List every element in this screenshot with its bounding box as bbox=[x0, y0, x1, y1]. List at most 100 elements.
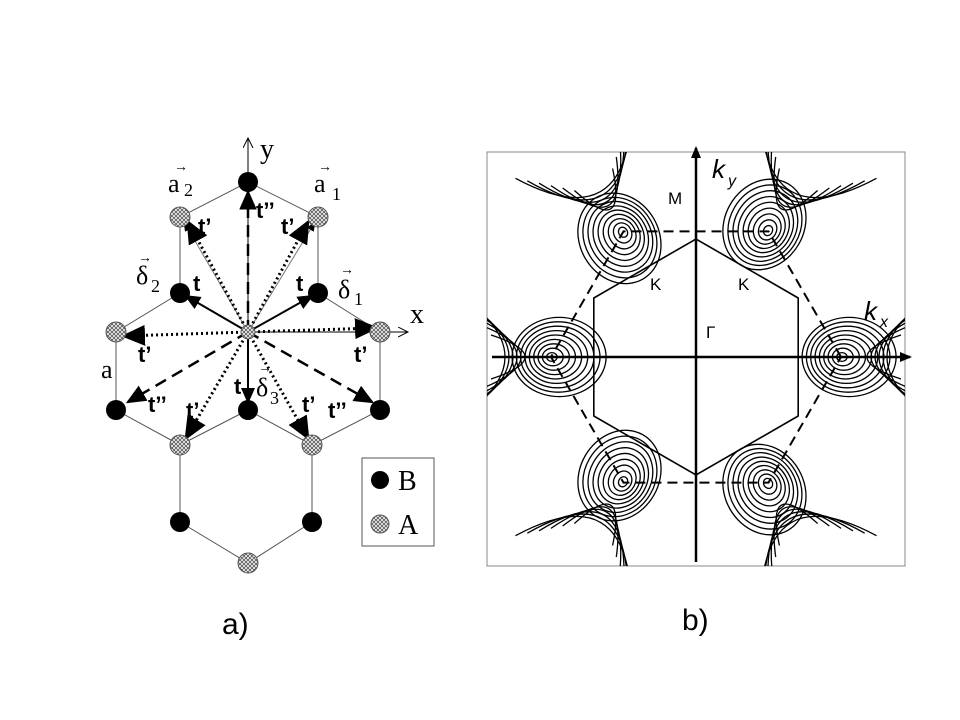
contour-line bbox=[597, 209, 645, 262]
contour-line bbox=[752, 213, 782, 245]
a-site bbox=[301, 434, 323, 456]
point-m: M bbox=[668, 189, 682, 208]
hop-tpp-downright bbox=[247, 330, 375, 404]
b-site bbox=[106, 400, 126, 420]
contour-line bbox=[617, 476, 629, 488]
d2-label: δ bbox=[136, 261, 148, 290]
contour-line bbox=[775, 168, 819, 211]
d1-label: δ bbox=[338, 275, 350, 304]
b-site bbox=[370, 400, 390, 420]
point-gamma: Γ bbox=[706, 323, 715, 342]
d3-label: δ bbox=[256, 373, 268, 402]
legend: B A bbox=[361, 457, 435, 547]
contour-line bbox=[742, 201, 791, 254]
contour-line bbox=[767, 152, 854, 203]
label-tp-right: t’ bbox=[354, 342, 367, 367]
contour-line bbox=[602, 213, 641, 256]
contour-line bbox=[742, 460, 791, 513]
label-tp-upleft: t’ bbox=[198, 214, 211, 239]
contour-line bbox=[762, 477, 774, 490]
vector-labels: → a 2 → a 1 → δ 2 → δ 1 → δ 3 a bbox=[101, 160, 363, 408]
hop-tp-downright bbox=[246, 331, 310, 441]
contour-line bbox=[767, 511, 854, 566]
kx-label: k bbox=[864, 296, 879, 326]
hop-tp-upleft bbox=[186, 219, 250, 333]
b-site bbox=[238, 400, 258, 420]
legend-a-label: A bbox=[398, 510, 419, 541]
label-tpp-downright: t’’ bbox=[328, 398, 347, 423]
contour-line bbox=[592, 205, 650, 267]
a-site bbox=[307, 206, 329, 228]
label-tp-downleft: t’ bbox=[186, 398, 199, 423]
hopping-labels: t t t t’ t’ t’ t’ t’ t’ t’’ t’’ t’’ bbox=[138, 198, 367, 423]
contour-line bbox=[770, 508, 842, 566]
panel-b-contour-plot: k y k x M K K Γ b) bbox=[486, 146, 912, 637]
a-site bbox=[237, 552, 259, 574]
contour-line bbox=[770, 152, 842, 206]
contour-line bbox=[526, 513, 627, 566]
contour-line bbox=[602, 458, 641, 501]
caption-a: a) bbox=[222, 608, 249, 641]
contour-line bbox=[607, 217, 637, 250]
a-site-origin bbox=[240, 324, 256, 340]
label-tp-upright: t’ bbox=[281, 214, 294, 239]
a-site bbox=[169, 434, 191, 456]
contour-line bbox=[764, 515, 877, 566]
b-site bbox=[238, 172, 258, 192]
contour-line bbox=[587, 200, 654, 273]
d3-arrow: → bbox=[258, 361, 272, 376]
y-axis-label: y bbox=[260, 134, 274, 165]
contour-line bbox=[538, 511, 625, 566]
contour-line bbox=[515, 515, 628, 566]
d1-arrow: → bbox=[340, 263, 354, 278]
contour-line bbox=[765, 152, 866, 201]
contour-line bbox=[765, 152, 877, 199]
hop-tp-left bbox=[121, 324, 249, 346]
label-t-upleft: t bbox=[193, 271, 201, 296]
label-tp-downright: t’ bbox=[302, 392, 315, 417]
legend-frame bbox=[361, 457, 435, 547]
lattice-constant-label: a bbox=[101, 355, 113, 384]
label-tpp-downleft: t’’ bbox=[148, 392, 167, 417]
a2-arrow: → bbox=[174, 160, 188, 175]
contour-line bbox=[515, 152, 627, 199]
contour-line bbox=[526, 152, 627, 201]
contour-line bbox=[587, 441, 654, 514]
contour-line bbox=[607, 464, 637, 497]
hop-t-upright bbox=[247, 295, 314, 333]
a1-label: a bbox=[314, 169, 326, 198]
contour-line bbox=[732, 452, 799, 524]
legend-a-marker bbox=[370, 514, 390, 534]
hop-t-upleft bbox=[184, 294, 249, 333]
contour-line bbox=[765, 513, 866, 566]
d2-sub: 2 bbox=[151, 276, 160, 296]
hop-tp-upright bbox=[246, 219, 310, 333]
legend-b-label: B bbox=[398, 466, 417, 497]
b-sites bbox=[106, 172, 390, 532]
d3-sub: 3 bbox=[270, 388, 279, 408]
label-t-upright: t bbox=[296, 271, 304, 296]
contour-line bbox=[550, 152, 622, 206]
kx-sub: x bbox=[879, 314, 889, 331]
panel-a-lattice: y x → a 2 → a 1 → δ 2 → δ 1 → δ 3 a t t … bbox=[101, 134, 435, 641]
x-axis-label: x bbox=[410, 299, 424, 330]
contour-line bbox=[612, 222, 633, 244]
a2-sub: 2 bbox=[184, 180, 193, 200]
hop-tp-downleft bbox=[184, 331, 250, 441]
contour-line bbox=[612, 470, 633, 492]
contour-line bbox=[757, 219, 778, 241]
a-site bbox=[369, 321, 391, 343]
point-k-right: K bbox=[738, 275, 750, 294]
bz-labels: k y k x M K K Γ bbox=[650, 154, 889, 342]
label-tpp-up: t’’ bbox=[256, 198, 275, 223]
a-site bbox=[105, 321, 127, 343]
label-tp-left: t’ bbox=[138, 342, 151, 367]
a1-arrow: → bbox=[318, 160, 332, 175]
a2-label: a bbox=[168, 169, 180, 198]
b-site bbox=[170, 283, 190, 303]
hop-tpp-downleft bbox=[125, 330, 249, 404]
caption-b: b) bbox=[682, 604, 709, 637]
a-sites bbox=[105, 206, 391, 574]
contour-line bbox=[727, 184, 803, 267]
